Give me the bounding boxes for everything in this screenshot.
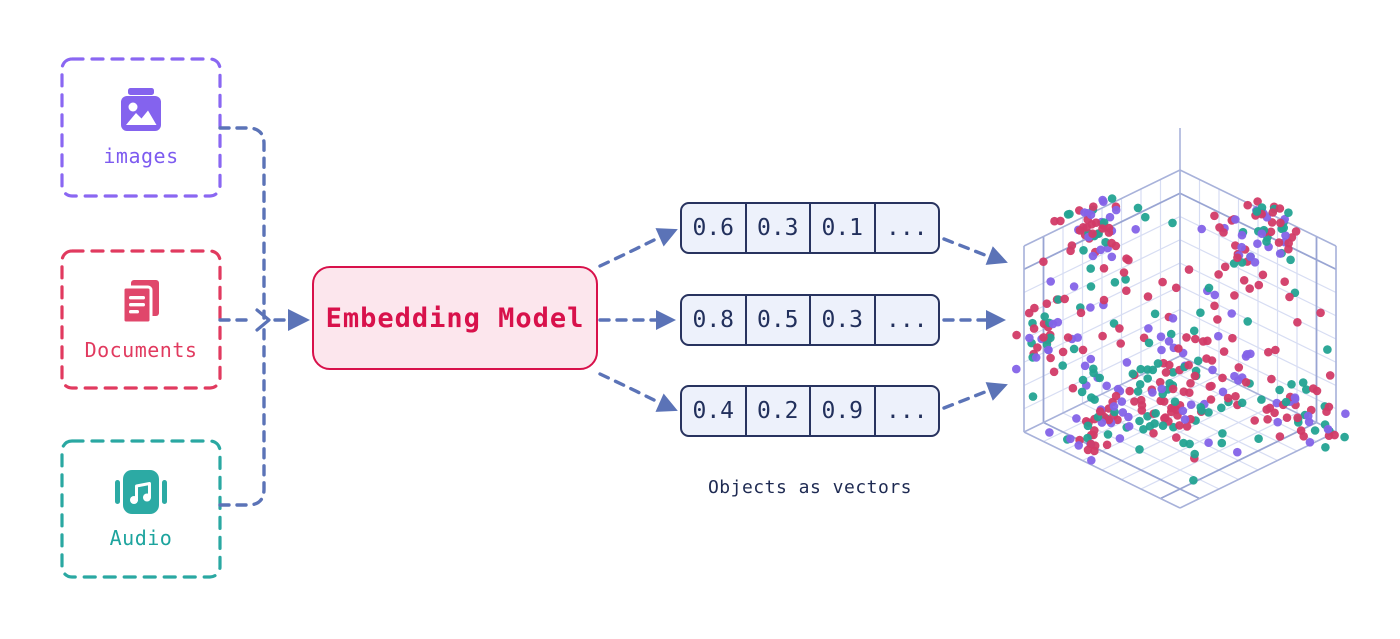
source-box-images: images	[62, 59, 220, 196]
embedding-model-label: Embedding Model	[325, 302, 585, 334]
connector-vector3-to-space	[942, 388, 992, 410]
arrow-vector3-icon	[655, 393, 678, 412]
vector-cell: 0.5	[744, 296, 810, 344]
vector-cell: 0.3	[809, 296, 874, 344]
image-icon	[121, 87, 161, 131]
embedding-space-plot	[1012, 128, 1350, 509]
connector-audio-to-model	[218, 320, 266, 507]
vector-cell: 0.4	[692, 398, 735, 424]
source-box-documents: Documents	[62, 251, 220, 388]
connector-model-to-vector1	[598, 232, 668, 268]
connector-vector1-to-space	[942, 237, 992, 259]
objects-as-vectors-caption: Objects as vectors	[707, 477, 913, 498]
images-label: images	[103, 143, 179, 168]
music-icon	[115, 470, 167, 514]
vector-row-1: 0.6 0.3 0.1 ...	[680, 202, 940, 254]
audio-label: Audio	[109, 526, 173, 550]
arrow-space1-icon	[985, 246, 1008, 265]
arrow-vector2-icon	[656, 310, 676, 330]
connector-images-to-model	[218, 126, 266, 320]
vector-cell-ellipsis: ...	[873, 296, 939, 344]
vector-row-2: 0.8 0.5 0.3 ...	[680, 294, 940, 346]
vector-cell-ellipsis: ...	[873, 387, 939, 435]
arrow-into-model-icon	[288, 309, 310, 331]
arrow-space2-icon	[986, 310, 1006, 330]
plot-scatter-points	[1012, 194, 1350, 485]
vector-cell: 0.1	[809, 204, 874, 252]
arrow-space3-icon	[985, 382, 1008, 401]
documents-label: Documents	[84, 337, 198, 362]
source-box-audio: Audio	[62, 441, 220, 577]
embedding-model-box: Embedding Model	[312, 266, 598, 370]
vector-cell: 0.8	[692, 307, 735, 333]
connector-model-to-vector3	[598, 372, 668, 408]
audio-box-frame	[60, 439, 222, 579]
arrow-vector1-icon	[655, 228, 678, 247]
document-icon	[121, 279, 159, 324]
merge-chevron-icon	[255, 308, 271, 332]
vector-cell: 0.6	[692, 215, 735, 241]
vector-cell: 0.2	[744, 387, 810, 435]
vector-cell: 0.3	[744, 204, 810, 252]
vector-cell-ellipsis: ...	[873, 204, 939, 252]
vector-cell: 0.9	[809, 387, 874, 435]
vector-row-3: 0.4 0.2 0.9 ...	[680, 385, 940, 437]
